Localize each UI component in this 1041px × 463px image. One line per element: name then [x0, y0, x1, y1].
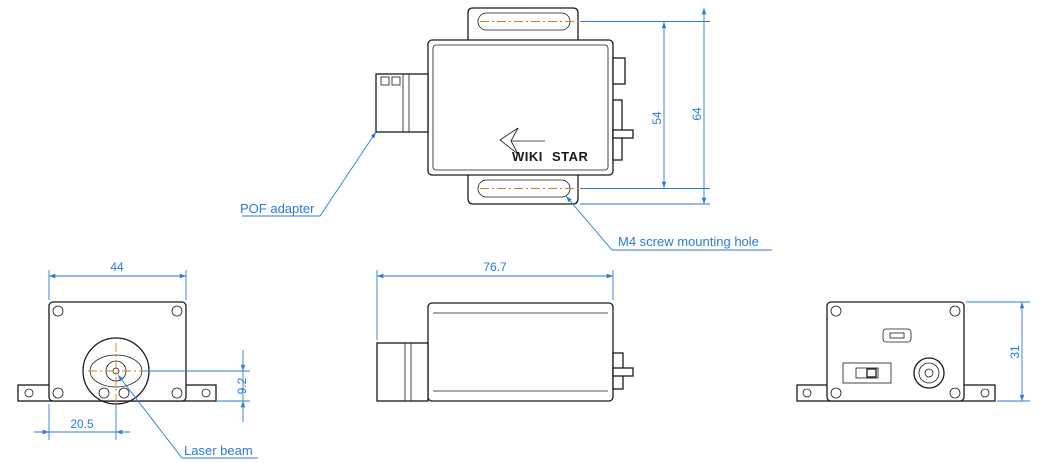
pof-adapter-label: POF adapter [240, 201, 315, 216]
power-switch-icon [842, 362, 892, 384]
front-fiber-port-left [98, 387, 110, 399]
side-body [427, 302, 614, 402]
side-connector-pin [612, 367, 634, 377]
side-view-dimensions: 76.7 [376, 260, 614, 340]
dim-label-20-5: 20.5 [70, 417, 94, 431]
dim-label-9-2: 9.2 [235, 377, 249, 394]
power-jack-icon [913, 357, 945, 389]
dim-label-76-7: 76.7 [483, 260, 507, 274]
callout-laser-beam: Laser beam [117, 374, 258, 459]
front-body [48, 301, 187, 402]
front-screw-tr [171, 305, 183, 317]
front-screw-bl [52, 387, 64, 399]
rear-view [796, 301, 996, 402]
callout-mounting-hole: M4 screw mounting hole [565, 195, 772, 251]
top-connector-pin [612, 129, 634, 139]
rear-view-dimensions: 31 [966, 301, 1030, 402]
front-fiber-port-right [118, 387, 130, 399]
side-pof-adapter [376, 342, 429, 402]
pof-adapter-screw [380, 76, 390, 86]
top-view: WIKI STAR [375, 7, 650, 205]
top-view-dimensions: 54 64 [580, 8, 710, 205]
top-body-inner [432, 44, 609, 171]
dim-label-44: 44 [110, 260, 124, 274]
laser-beam-label: Laser beam [184, 443, 253, 458]
dim-label-54: 54 [650, 111, 664, 125]
front-screw-br [171, 387, 183, 399]
wikistar-logo: WIKI STAR [499, 127, 589, 164]
mounting-hole-label: M4 screw mounting hole [618, 234, 759, 249]
rear-screw-tr [949, 305, 961, 317]
dim-label-64: 64 [690, 107, 704, 121]
top-flange-upper [467, 7, 579, 40]
rear-body [826, 301, 965, 402]
pof-adapter-body [375, 73, 429, 133]
logo-brand-a: WIKI [512, 149, 543, 164]
rear-screw-br [949, 387, 961, 399]
front-view-dimensions: 44 9.2 20.5 [34, 260, 250, 440]
logo-star-icon [499, 127, 545, 155]
top-flange-lower [467, 170, 579, 205]
rear-screw-bl [830, 387, 842, 399]
logo-brand-b: STAR [552, 149, 589, 164]
dim-label-31: 31 [1008, 345, 1022, 359]
usb-port-icon [882, 328, 912, 343]
top-connector-upper [612, 57, 626, 85]
front-view [17, 301, 217, 405]
rear-screw-tl [830, 305, 842, 317]
front-screw-tl [52, 305, 64, 317]
callout-pof-adapter: POF adapter [240, 131, 377, 217]
side-view [376, 302, 634, 402]
